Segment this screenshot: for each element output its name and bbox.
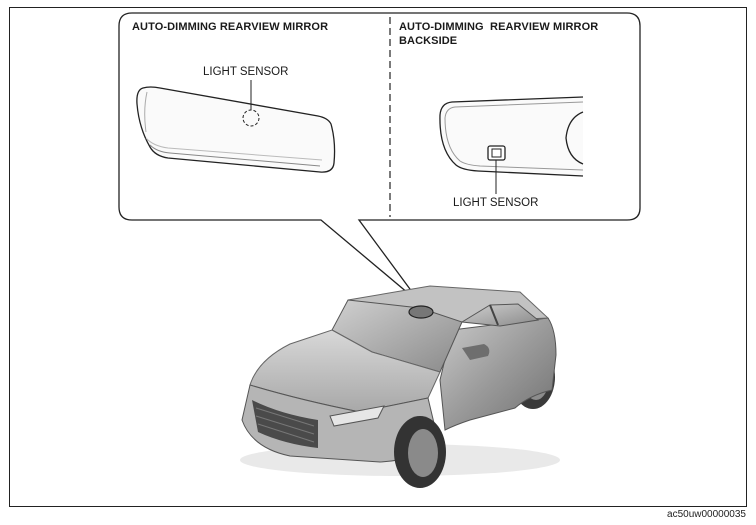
callout-panel (118, 12, 641, 305)
figure-frame (9, 7, 747, 507)
light-sensor-label-right: LIGHT SENSOR (453, 197, 539, 209)
vehicle-illustration (240, 285, 560, 488)
right-panel-title: AUTO-DIMMING REARVIEW MIRROR BACKSIDE (399, 20, 598, 48)
right-panel-title-line1: AUTO-DIMMING REARVIEW MIRROR (399, 21, 599, 33)
rearview-mirror-front (136, 86, 336, 173)
rearview-mirror-back (439, 96, 584, 177)
light-sensor-front (242, 109, 260, 127)
right-panel-title-line2: BACKSIDE (399, 35, 458, 47)
light-sensor-label-left: LIGHT SENSOR (203, 66, 289, 78)
figure-code: ac50uw00000035 (667, 509, 746, 520)
left-panel-title: AUTO-DIMMING REARVIEW MIRROR (132, 21, 329, 33)
